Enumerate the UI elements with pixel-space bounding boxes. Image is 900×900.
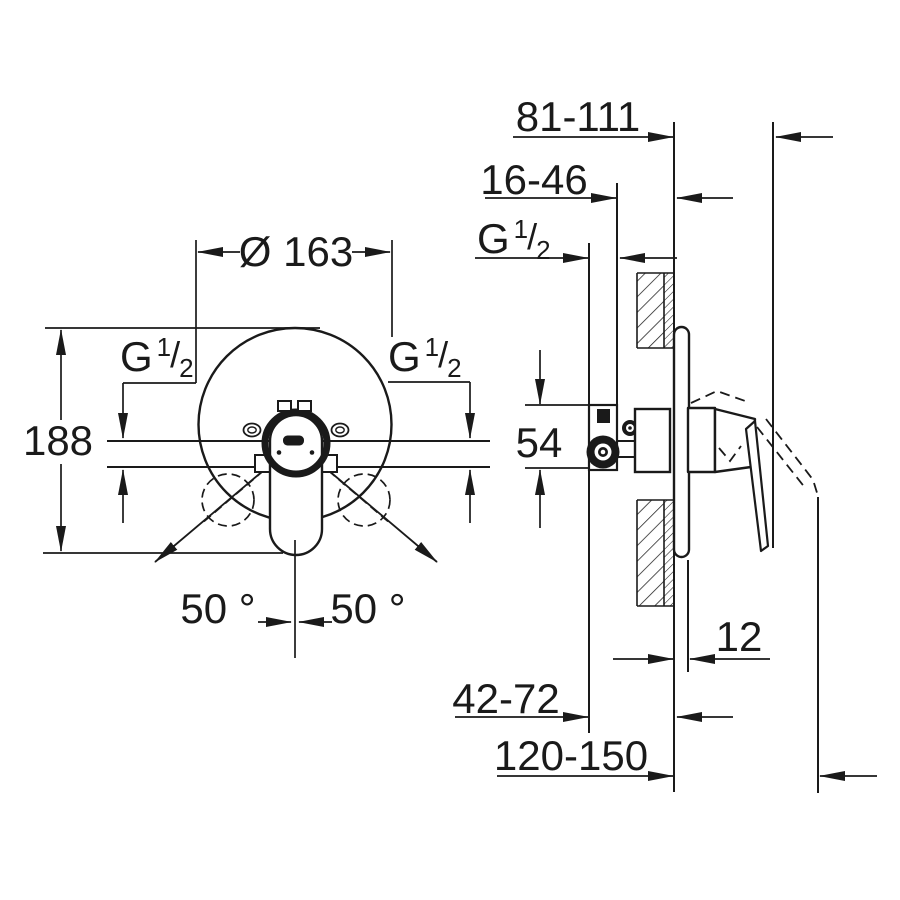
mounting-screws bbox=[242, 422, 350, 438]
front-view bbox=[43, 240, 490, 658]
dim-label-angle-left: 50 ° bbox=[180, 585, 256, 632]
dim-label-angle-right: 50 ° bbox=[330, 585, 406, 632]
dim-label-diameter: Ø 163 bbox=[238, 228, 354, 275]
side-view-dimensions bbox=[455, 132, 877, 781]
handle-side-profile bbox=[686, 406, 770, 553]
thread-denominator: 2 bbox=[447, 353, 462, 383]
lever-side bbox=[744, 419, 770, 553]
front-view-dimensions bbox=[43, 240, 475, 627]
dim-label-embed-depth: 42-72 bbox=[452, 675, 560, 722]
dim-label-height: 188 bbox=[22, 417, 94, 464]
wall-section bbox=[636, 272, 674, 607]
thread-letter: G bbox=[388, 333, 421, 380]
dim-label-protrusion: 81-111 bbox=[515, 93, 641, 140]
thread-slash: / bbox=[438, 334, 449, 375]
thread-numerator: 1 bbox=[513, 214, 529, 244]
side-view bbox=[455, 122, 877, 793]
collar-ring bbox=[261, 408, 331, 478]
cartridge-housing bbox=[633, 407, 672, 474]
dim-label-plate-thickness: 12 bbox=[715, 613, 763, 660]
thread-denominator: 2 bbox=[536, 235, 551, 265]
thread-slash: / bbox=[170, 334, 181, 375]
raised-lever-dashed bbox=[690, 390, 819, 497]
dim-label-total-depth: 120-150 bbox=[493, 732, 649, 779]
thread-numerator: 1 bbox=[424, 332, 440, 362]
thread-letter: G bbox=[477, 215, 510, 262]
thread-denominator: 2 bbox=[179, 353, 194, 383]
thread-letter: G bbox=[120, 333, 153, 380]
escutcheon-plate-side bbox=[672, 325, 691, 559]
thread-slash: / bbox=[527, 216, 538, 257]
dim-label-body-height: 54 bbox=[515, 419, 563, 466]
handle-slot-detail bbox=[276, 435, 315, 455]
rough-in-body bbox=[586, 403, 672, 474]
collar-top-tabs bbox=[277, 400, 312, 412]
dim-label-rough-in: 16-46 bbox=[480, 156, 588, 203]
thread-numerator: 1 bbox=[156, 332, 172, 362]
